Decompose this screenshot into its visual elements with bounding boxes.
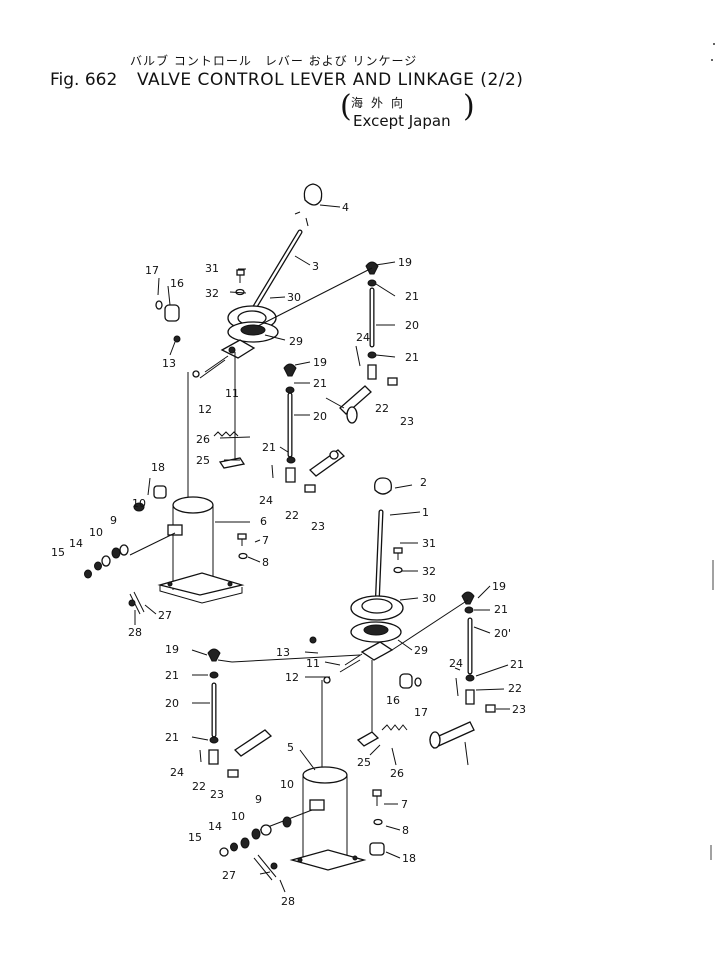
- callout-23: 23: [311, 520, 325, 533]
- callout-23: 23: [210, 788, 224, 801]
- callout-8: 8: [402, 824, 409, 837]
- figure-title: VALVE CONTROL LEVER AND LINKAGE (2/2): [137, 70, 524, 90]
- callout-29: 29: [414, 644, 428, 657]
- callout-16: 16: [386, 694, 400, 707]
- callout-10: 10: [89, 526, 103, 539]
- upper-lever-assembly: [84, 183, 323, 615]
- callout-13: 13: [162, 357, 176, 370]
- callout-14: 14: [69, 537, 83, 550]
- callout-22: 22: [285, 509, 299, 522]
- callout-26: 26: [196, 433, 210, 446]
- callout-30: 30: [422, 592, 436, 605]
- callout-21: 21: [494, 603, 508, 616]
- callout-23: 23: [512, 703, 526, 716]
- callout-20: 20: [313, 410, 327, 423]
- lower-lever-knob: [374, 477, 392, 495]
- callout-31: 31: [422, 537, 436, 550]
- region-label-jp: 海外向: [351, 96, 412, 110]
- callout-27: 27: [158, 609, 172, 622]
- callout-21: 21: [510, 658, 524, 671]
- callout-16: 16: [170, 277, 184, 290]
- callout-27: 27: [222, 869, 236, 882]
- callout-21: 21: [405, 290, 419, 303]
- upper-link-rods: [257, 261, 398, 493]
- callout-10: 10: [231, 810, 245, 823]
- callout-13: 13: [276, 646, 290, 659]
- callout-19: 19: [313, 356, 327, 369]
- callout-21: 21: [165, 731, 179, 744]
- callout-15: 15: [188, 831, 202, 844]
- callout-11: 11: [306, 657, 320, 670]
- callout-3: 3: [312, 260, 319, 273]
- callout-8: 8: [262, 556, 269, 569]
- part-callouts: 4 3 31 32 30 29 19 21 20 21 17 16 13 11 …: [51, 201, 526, 908]
- callout-4: 4: [342, 201, 349, 214]
- callout-25: 25: [357, 756, 371, 769]
- callout-21: 21: [262, 441, 276, 454]
- callout-10: 10: [132, 497, 146, 510]
- callout-12: 12: [198, 403, 212, 416]
- callout-20: 20: [405, 319, 419, 332]
- callout-18: 18: [402, 852, 416, 865]
- leader-lines: [134, 204, 510, 893]
- callout-24: 24: [170, 766, 184, 779]
- callout-30: 30: [287, 291, 301, 304]
- callout-17: 17: [414, 706, 428, 719]
- callout-10: 10: [280, 778, 294, 791]
- callout-31: 31: [205, 262, 219, 275]
- callout-28: 28: [128, 626, 142, 639]
- callout-32: 32: [205, 287, 219, 300]
- region-label-en: Except Japan: [353, 112, 451, 130]
- japanese-title: バルブ コントロール レバー および リンケージ: [130, 54, 418, 68]
- callout-24: 24: [449, 657, 463, 670]
- callout-22: 22: [375, 402, 389, 415]
- callout-24: 24: [356, 331, 370, 344]
- lower-lever-assembly: [219, 477, 422, 881]
- callout-9: 9: [255, 793, 262, 806]
- callout-19: 19: [165, 643, 179, 656]
- callout-7: 7: [401, 798, 408, 811]
- callout-1: 1: [422, 506, 429, 519]
- callout-18: 18: [151, 461, 165, 474]
- lever-knob: [303, 183, 323, 206]
- callout-6: 6: [260, 515, 267, 528]
- callout-12: 12: [285, 671, 299, 684]
- callout-15: 15: [51, 546, 65, 559]
- callout-26: 26: [390, 767, 404, 780]
- callout-11: 11: [225, 387, 239, 400]
- callout-25: 25: [196, 454, 210, 467]
- callout-20: 20: [165, 697, 179, 710]
- callout-14: 14: [208, 820, 222, 833]
- callout-32: 32: [422, 565, 436, 578]
- right-paren-decor: ): [463, 89, 475, 124]
- callout-22: 22: [508, 682, 522, 695]
- control-housing: [157, 496, 245, 604]
- callout-23: 23: [400, 415, 414, 428]
- callout-21: 21: [405, 351, 419, 364]
- callout-2: 2: [420, 476, 427, 489]
- callout-22: 22: [192, 780, 206, 793]
- callout-24: 24: [259, 494, 273, 507]
- callout-7: 7: [262, 534, 269, 547]
- callout-19: 19: [492, 580, 506, 593]
- left-paren-decor: (: [340, 89, 352, 124]
- callout-21: 21: [165, 669, 179, 682]
- callout-29: 29: [289, 335, 303, 348]
- callout-17: 17: [145, 264, 159, 277]
- callout-9: 9: [110, 514, 117, 527]
- callout-5: 5: [287, 741, 294, 754]
- callout-28: 28: [281, 895, 295, 908]
- lower-link-rods: [199, 591, 496, 778]
- callout-21: 21: [313, 377, 327, 390]
- figure-number: Fig. 662: [50, 70, 118, 90]
- lower-control-housing: [289, 766, 367, 871]
- callout-19: 19: [398, 256, 412, 269]
- callout-20: 20': [494, 627, 511, 640]
- scan-margin-marks: [710, 43, 715, 860]
